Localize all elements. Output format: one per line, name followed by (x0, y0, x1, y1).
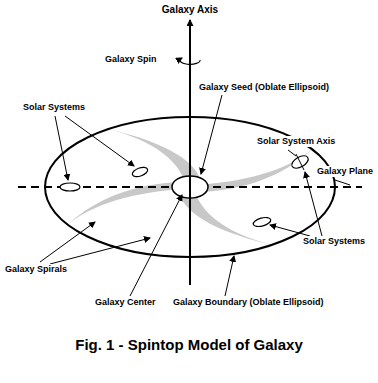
callout-label: Solar Systems (302, 236, 366, 247)
callout-label: Galaxy Plane (316, 166, 374, 177)
callout-label: Galaxy Center (94, 297, 157, 308)
callout-label: Galaxy Spin (104, 54, 158, 65)
callout-label: Galaxy Axis (161, 4, 219, 15)
galaxy-axis (189, 20, 191, 285)
solar-system (131, 166, 149, 179)
callout-label: Solar Systems (22, 102, 86, 113)
solar-system (290, 153, 311, 171)
leader-lines (40, 95, 350, 296)
solar-system-axis (296, 154, 304, 170)
callout-label: Galaxy Seed (Oblate Ellipsoid) (198, 82, 330, 93)
solar-system (60, 183, 80, 191)
callout-label: Galaxy Boundary (Oblate Ellipsoid) (172, 297, 325, 308)
figure-caption: Fig. 1 - Spintop Model of Galaxy (75, 336, 303, 354)
callout-label: Galaxy Spirals (4, 264, 68, 275)
spin-arrow (180, 58, 200, 64)
solar-system (252, 216, 271, 228)
callout-label: Solar System Axis (256, 136, 336, 147)
